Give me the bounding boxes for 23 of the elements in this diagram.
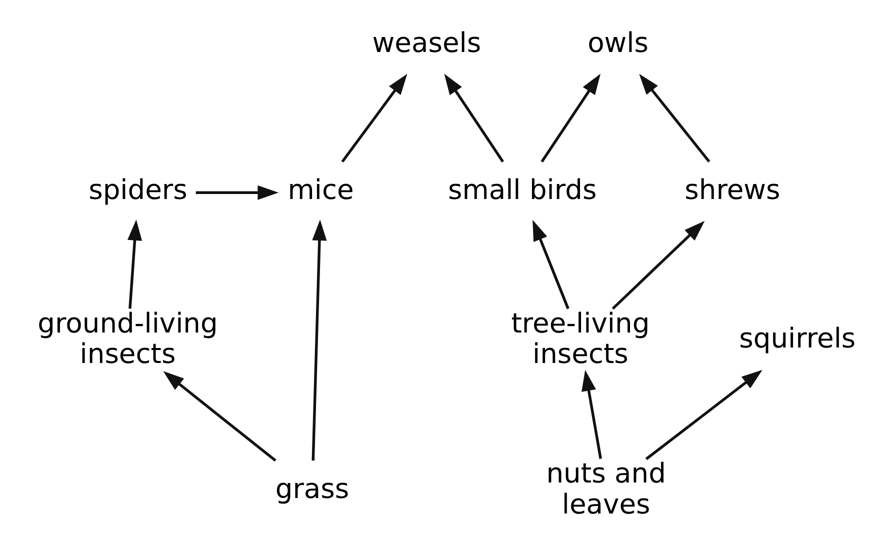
arrow	[196, 185, 279, 200]
arrow	[612, 220, 705, 310]
arrow	[341, 74, 408, 163]
arrow	[645, 370, 762, 460]
arrow	[540, 74, 600, 162]
node-text: tree-living insects	[511, 308, 650, 370]
arrow	[582, 370, 602, 459]
node-text: nuts and leaves	[546, 458, 666, 520]
node-text: squirrels	[739, 324, 856, 355]
node-text: owls	[588, 28, 648, 60]
node-text: weasels	[372, 28, 482, 60]
arrow	[639, 74, 710, 163]
node-text: grass	[275, 474, 350, 506]
arrow	[532, 220, 570, 310]
node-text: shrews	[684, 175, 780, 206]
arrow	[312, 220, 327, 461]
node-text: small birds	[448, 175, 597, 206]
arrow	[444, 74, 504, 162]
node-text: mice	[288, 175, 354, 206]
arrow	[163, 371, 276, 462]
arrow	[127, 220, 142, 309]
node-text: ground-living insects	[38, 308, 218, 370]
node-text: spiders	[88, 175, 188, 206]
